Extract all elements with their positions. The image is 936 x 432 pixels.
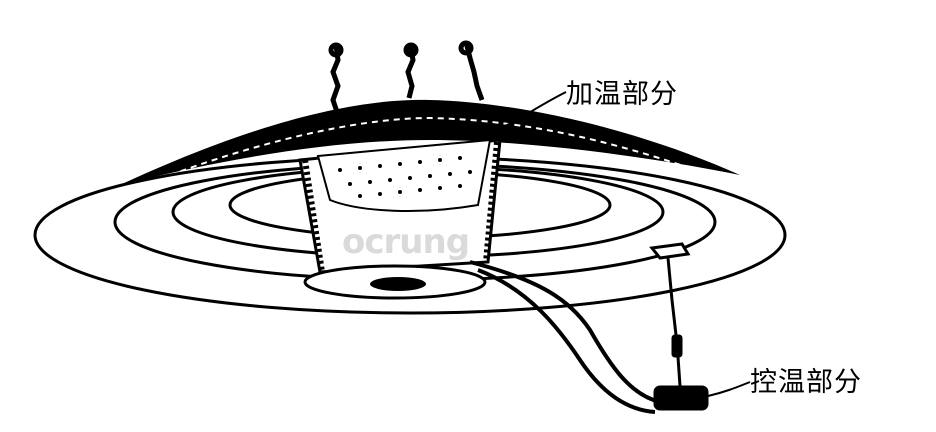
leader-lines	[469, 91, 751, 397]
control-cable	[469, 260, 661, 414]
heating-element-dots	[338, 156, 472, 198]
label-control-part: 控温部分	[750, 367, 862, 398]
watermark: ocrung	[342, 222, 470, 262]
base-tray	[303, 264, 487, 300]
thermostat-control	[649, 242, 709, 411]
label-heating-part: 加温部分	[566, 79, 678, 110]
canopy	[120, 99, 740, 185]
heating-cage	[298, 138, 502, 274]
hanging-chains	[328, 40, 485, 113]
